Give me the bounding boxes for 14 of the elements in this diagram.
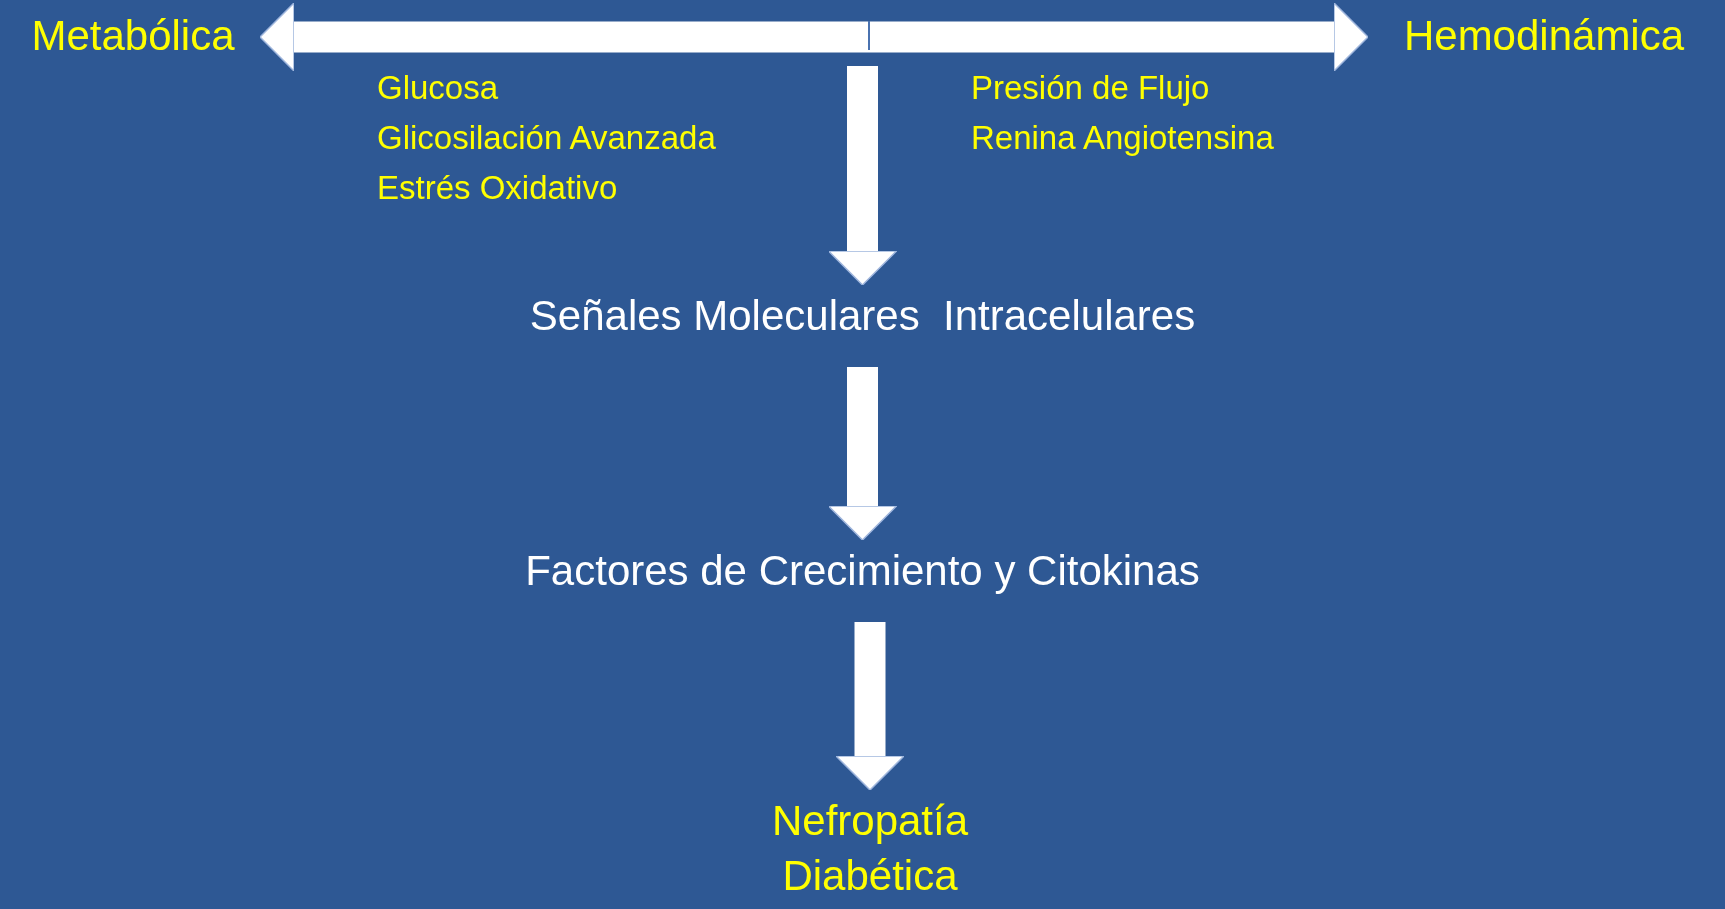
node-label: Hemodinámica: [1403, 10, 1685, 61]
block-arrow: [827, 367, 898, 541]
node-label: Metabólica: [31, 10, 235, 61]
block-arrow: [259, 2, 1369, 72]
factor-label: Renina Angiotensina: [971, 118, 1274, 158]
node-label: Factores de Crecimiento y Citokinas: [525, 545, 1200, 596]
factor-label: Glucosa: [377, 68, 499, 108]
factor-label: Presión de Flujo: [971, 68, 1210, 108]
factor-label: Glicosilación Avanzada: [377, 118, 716, 158]
block-arrow: [835, 622, 905, 791]
block-arrow: [827, 66, 898, 286]
factor-label: Estrés Oxidativo: [377, 168, 618, 208]
node-label: Señales Moleculares Intracelulares: [529, 290, 1196, 341]
node-label: Nefropatía Diabética: [770, 796, 970, 901]
